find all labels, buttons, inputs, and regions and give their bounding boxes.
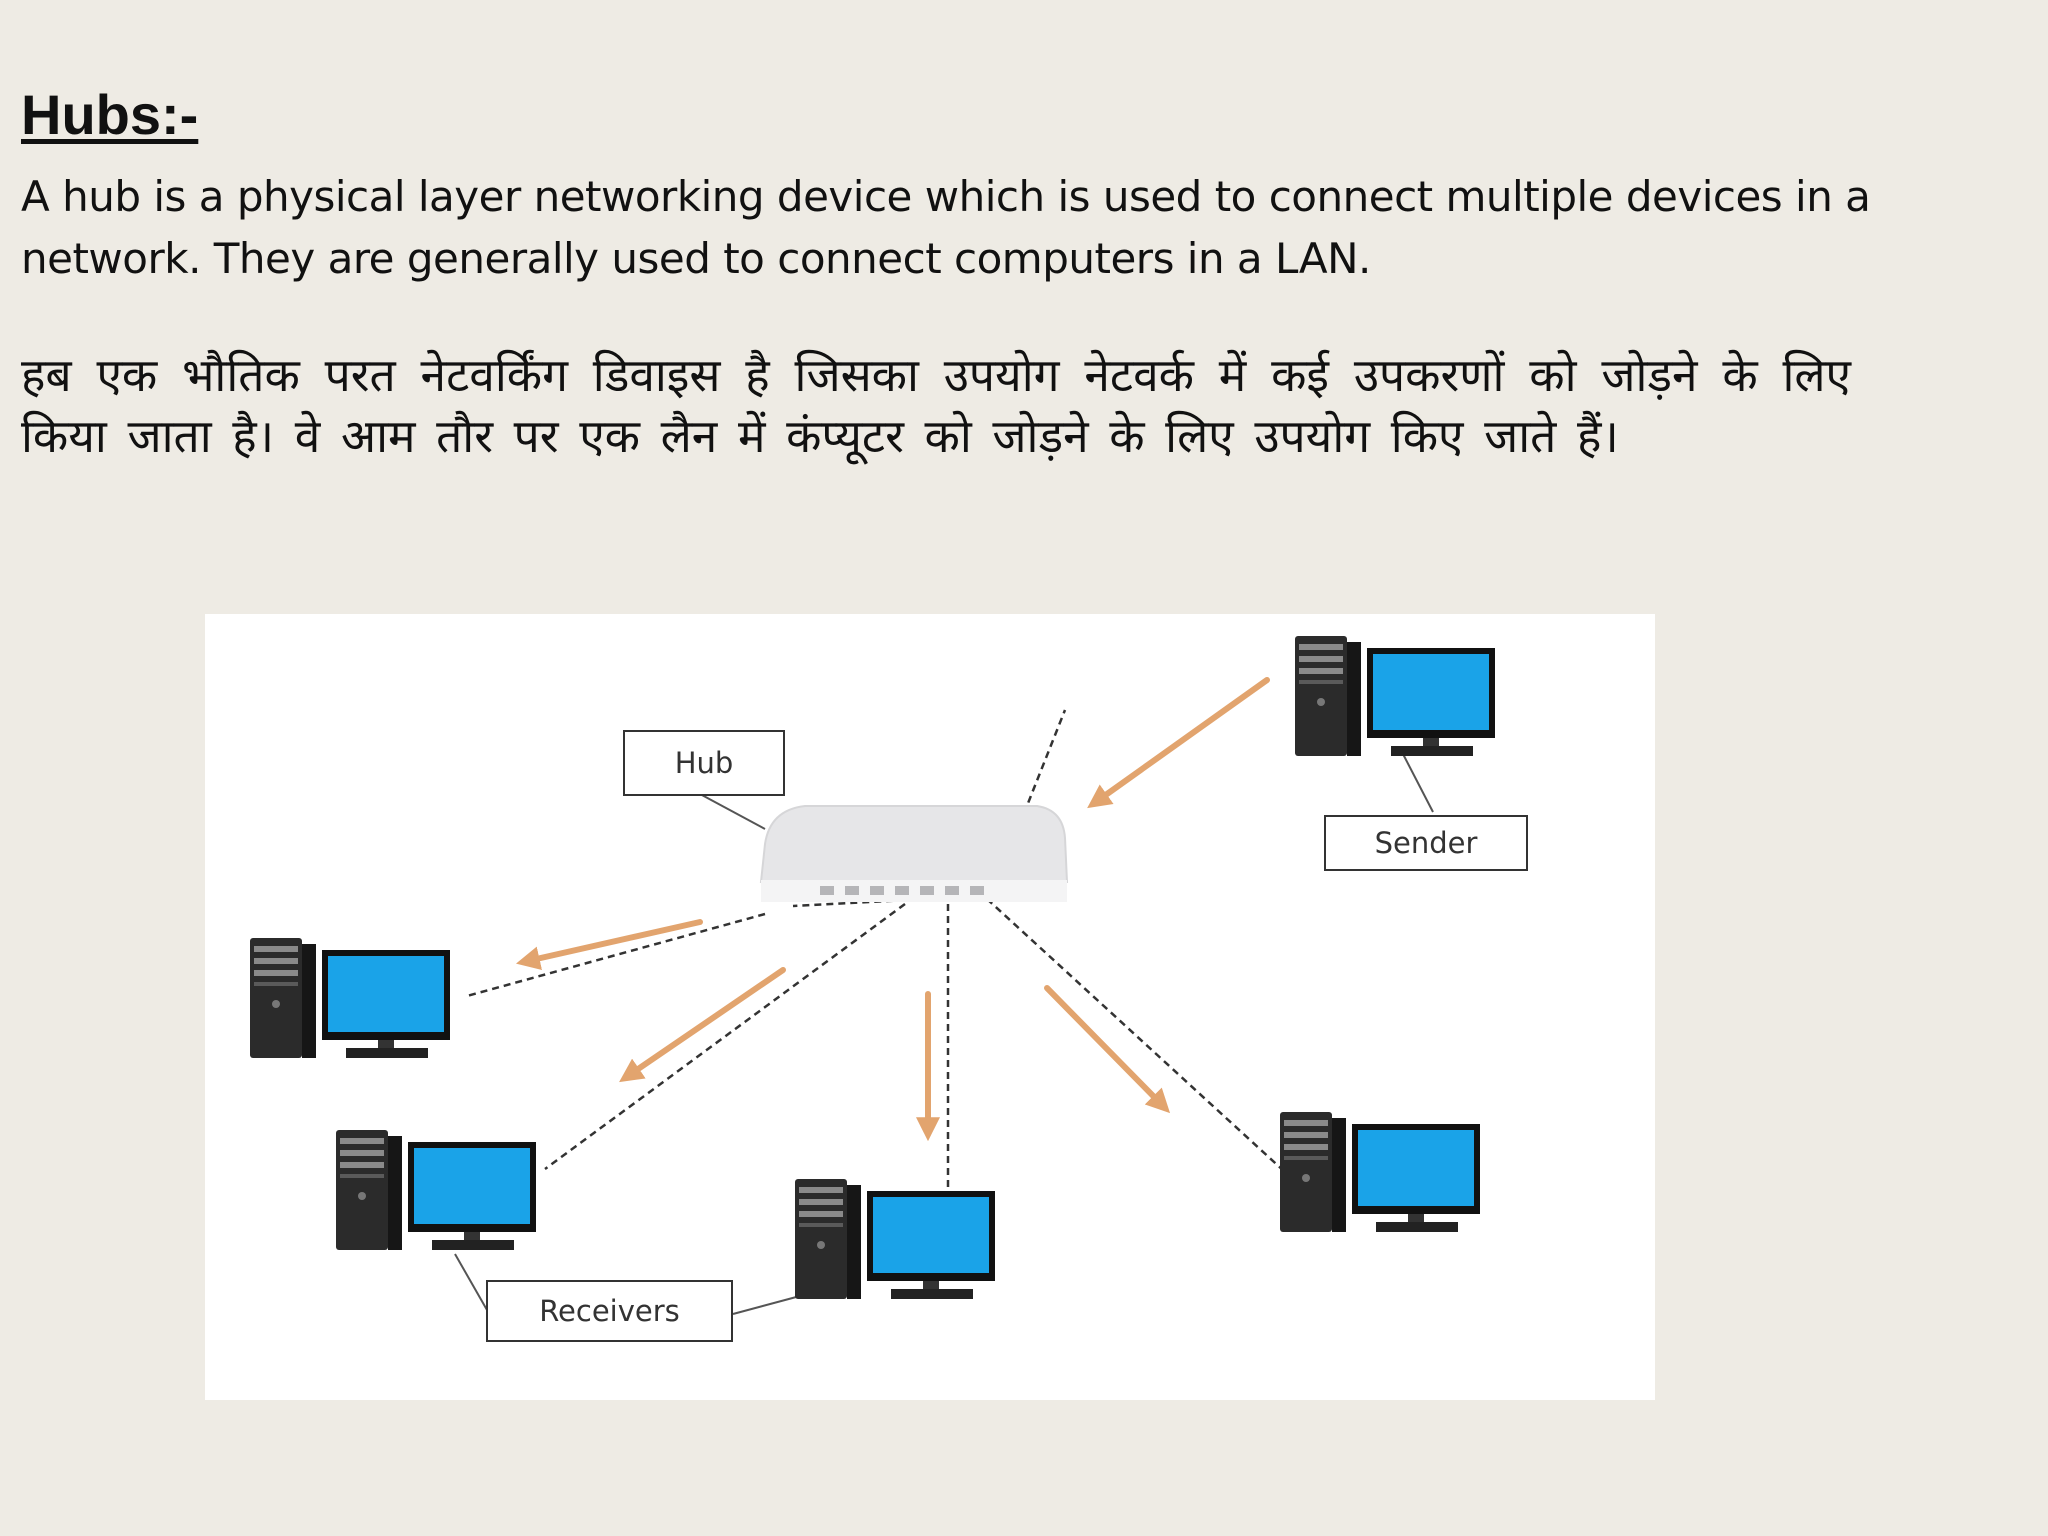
computer-sender	[1295, 636, 1495, 756]
computer-bottom-right	[1280, 1112, 1480, 1232]
computer-left	[250, 938, 450, 1058]
slide-title: Hubs:-	[21, 83, 199, 146]
arrow-sender-to-hub	[1087, 677, 1270, 809]
receivers-leader-left	[454, 1253, 488, 1311]
arrow-to-left-pc	[515, 919, 703, 971]
hub-device	[759, 805, 1069, 902]
receivers-leader-right	[732, 1295, 801, 1315]
computer-bottom-center	[795, 1179, 995, 1299]
english-description: A hub is a physical layer networking dev…	[21, 172, 1871, 283]
arrow-to-bottom-right-pc	[1044, 985, 1171, 1114]
hub-network-diagram: Hub Sender Receivers	[205, 614, 1655, 1400]
receivers-label: Receivers	[486, 1280, 733, 1342]
arrow-to-bottom-left-pc	[619, 967, 786, 1083]
sender-label: Sender	[1324, 815, 1528, 871]
link-left-pc	[466, 912, 766, 998]
link-bottom-left-pc	[544, 902, 906, 1171]
link-bottom-right-pc	[986, 898, 1286, 1173]
leader-lines	[454, 753, 1434, 1315]
diagram-canvas	[250, 636, 1495, 1315]
sender-leader	[1402, 753, 1434, 813]
hub-leader	[699, 793, 766, 830]
link-to-sender	[1013, 709, 1067, 837]
computer-bottom-left	[336, 1130, 536, 1250]
hindi-description: हब एक भौतिक परत नेटवर्किंग डिवाइस है जिस…	[21, 348, 1851, 463]
signal-arrows	[515, 677, 1270, 1142]
hub-label: Hub	[623, 730, 785, 796]
